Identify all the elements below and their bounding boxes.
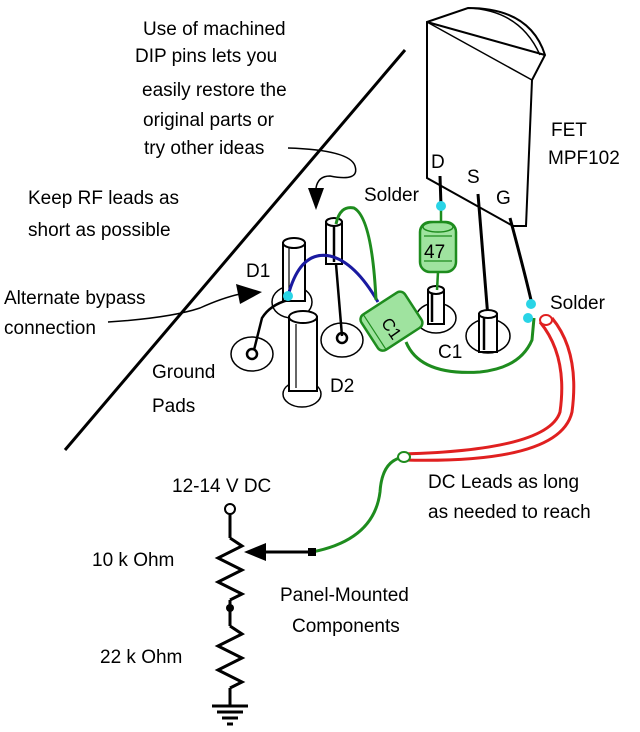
- pot-label: 10 k Ohm: [92, 550, 174, 571]
- fet-drain-lead: [438, 175, 443, 207]
- resistor-47: [418, 206, 458, 291]
- capacitor-c1-body: [359, 290, 424, 352]
- resistor-47-label: 47: [424, 242, 445, 263]
- green-lead-junction: [397, 451, 411, 463]
- d1-ground-lead: [252, 298, 289, 351]
- svg-text:Keep RF leads as: Keep RF leads as: [28, 188, 179, 209]
- panel-note: Panel-Mounted Components: [280, 585, 409, 637]
- fet-label-line-1: FET: [551, 120, 587, 141]
- resistor-label: 22 k Ohm: [100, 647, 182, 668]
- solder-dot-drain: [436, 201, 446, 211]
- dip-note: Use of machined DIP pins lets you easily…: [135, 19, 287, 159]
- fet-transistor: [426, 6, 547, 227]
- ground-note: Ground Pads: [152, 362, 215, 417]
- bypass-note-arrow: [236, 284, 262, 304]
- green-drain-wire: [334, 206, 378, 301]
- svg-text:Use of machined: Use of machined: [143, 19, 286, 40]
- dip-note-leader: [287, 147, 357, 189]
- dc-note: DC Leads as long as needed to reach: [428, 472, 591, 523]
- pot-wiper-arrow: [244, 543, 266, 561]
- ground-pad-left: [230, 336, 274, 372]
- ground-pad-center: [320, 322, 364, 358]
- dip-note-arrow: [308, 188, 324, 210]
- fet-pin-g-label: G: [496, 188, 511, 209]
- bypass-note: Alternate bypass connection: [4, 288, 146, 339]
- supply-label: 12-14 V DC: [172, 476, 271, 497]
- rf-note: Keep RF leads as short as possible: [28, 188, 179, 241]
- svg-text:try other ideas: try other ideas: [144, 138, 264, 159]
- board-edge-line: [63, 49, 407, 451]
- diode-d2: [288, 310, 318, 392]
- bypass-note-leader: [107, 293, 241, 323]
- fet-source-lead: [476, 193, 490, 319]
- fet-pin-s-label: S: [467, 167, 480, 188]
- solder-label-top: Solder: [364, 185, 420, 206]
- svg-text:DC Leads as long: DC Leads as long: [428, 472, 579, 493]
- svg-text:connection: connection: [4, 318, 96, 339]
- socket-lead: [334, 263, 344, 337]
- capacitor-c1-post: [427, 285, 445, 325]
- green-gate-wire: [404, 317, 536, 374]
- blue-bypass-wire: [286, 253, 380, 303]
- svg-text:Pads: Pads: [152, 396, 195, 417]
- solder-dot-gate-2: [523, 313, 533, 323]
- red-lead-end: [539, 314, 553, 326]
- source-post: [478, 309, 498, 353]
- svg-text:easily restore the: easily restore the: [142, 80, 287, 101]
- diode-d1: [282, 237, 306, 302]
- solder-dot-d1: [283, 291, 293, 301]
- svg-text:Components: Components: [292, 616, 400, 637]
- red-dc-lead: [403, 317, 576, 462]
- svg-text:DIP pins lets you: DIP pins lets you: [135, 46, 277, 67]
- fet-gate-lead: [508, 217, 533, 301]
- svg-text:short as possible: short as possible: [28, 220, 171, 241]
- schematic-node: [226, 604, 234, 612]
- svg-text:Alternate bypass: Alternate bypass: [4, 288, 146, 309]
- c1-label: C1: [438, 342, 462, 363]
- svg-text:Ground: Ground: [152, 362, 215, 383]
- svg-text:as needed to reach: as needed to reach: [428, 502, 591, 523]
- solder-label-right: Solder: [550, 293, 606, 314]
- d1-label: D1: [246, 261, 270, 282]
- svg-text:original parts or: original parts or: [143, 110, 275, 131]
- fet-label-line-2: MPF102: [548, 148, 620, 169]
- svg-text:Panel-Mounted: Panel-Mounted: [280, 585, 409, 606]
- panel-schematic: [212, 503, 312, 726]
- fet-pin-d-label: D: [431, 152, 445, 173]
- d2-label: D2: [330, 376, 354, 397]
- dip-socket-pin: [325, 217, 343, 265]
- solder-dot-gate-1: [526, 299, 536, 309]
- green-panel-lead: [311, 455, 405, 554]
